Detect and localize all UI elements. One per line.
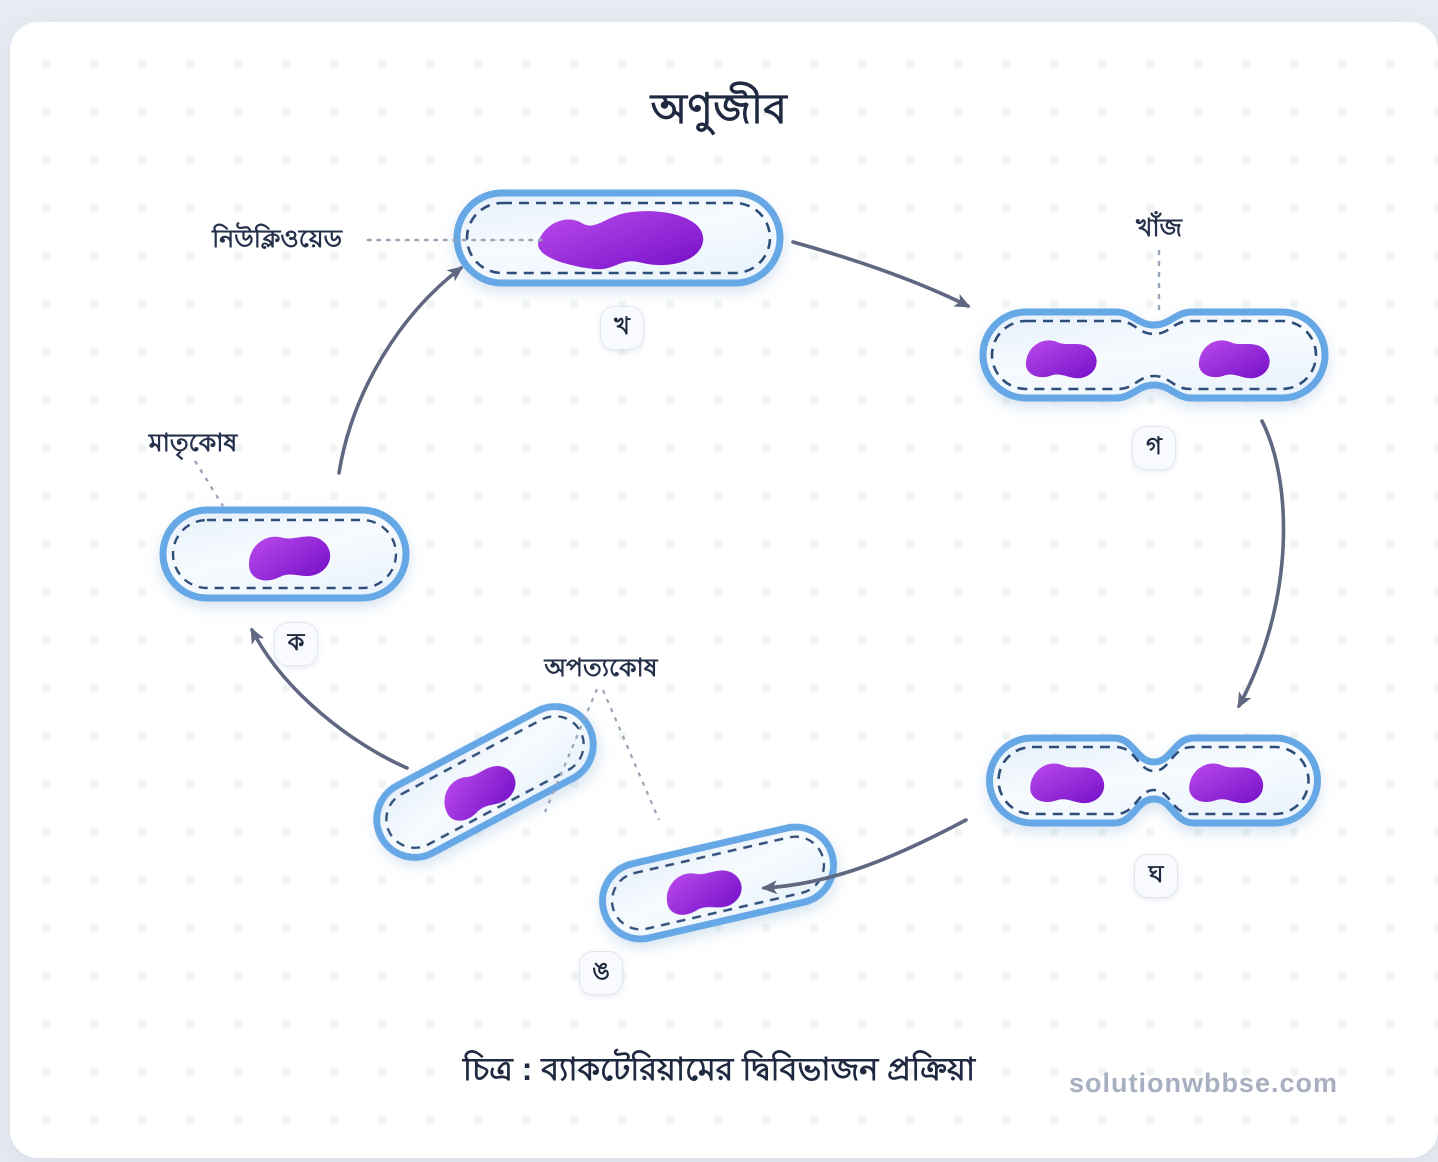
cell-stage-ka — [159, 506, 410, 602]
stage-badge-ka: ক — [274, 622, 318, 666]
cell-stage-gha — [986, 734, 1321, 827]
stage-badge-ga: গ — [1132, 426, 1176, 470]
diagram-title: অণুজীব — [650, 85, 788, 132]
groove-label: খাঁজ — [1135, 214, 1183, 242]
cell-daughter-left — [373, 703, 597, 861]
stage-badge-gha: ঘ — [1134, 854, 1178, 898]
cell-stage-uma — [599, 823, 837, 943]
nucleoid-shape — [667, 870, 742, 915]
arrow-gha-to-uma — [761, 818, 968, 895]
daughter-cell-connector-line-right — [601, 689, 661, 821]
nucleoid-shape — [1025, 340, 1097, 379]
arrow-ka-to-kha — [337, 266, 464, 475]
nucleoid-shape — [1198, 340, 1270, 379]
stage-badge-kha: খ — [600, 306, 644, 350]
daughter-cell-connector-line-left — [543, 688, 599, 813]
nucleoid-shape — [1189, 763, 1264, 804]
mother-cell-connector-line — [193, 460, 225, 507]
figure-caption: চিত্র : ব্যাকটেরিয়ামের দ্বিবিভাজন প্রক্… — [462, 1051, 976, 1087]
stage-badge-uma: ঙ — [579, 951, 623, 995]
nucleoid-shape — [538, 211, 704, 270]
cell-stage-kha — [453, 189, 784, 287]
arrow-ga-to-gha — [1237, 419, 1286, 709]
nucleoid-label: নিউক্লিওয়েড — [212, 225, 342, 253]
nucleoid-shape — [444, 765, 516, 821]
watermark-text: solutionwbbse.com — [1068, 1068, 1338, 1098]
mother-cell-label: মাতৃকোষ — [148, 429, 238, 457]
arrow-uma-to-ka — [250, 627, 409, 770]
cell-stage-ga — [979, 308, 1329, 402]
nucleoid-shape — [1030, 763, 1105, 804]
nucleoid-shape — [249, 536, 331, 581]
arrow-kha-to-ga — [791, 240, 971, 308]
daughter-cell-label: অপত্যকোষ — [544, 654, 658, 682]
